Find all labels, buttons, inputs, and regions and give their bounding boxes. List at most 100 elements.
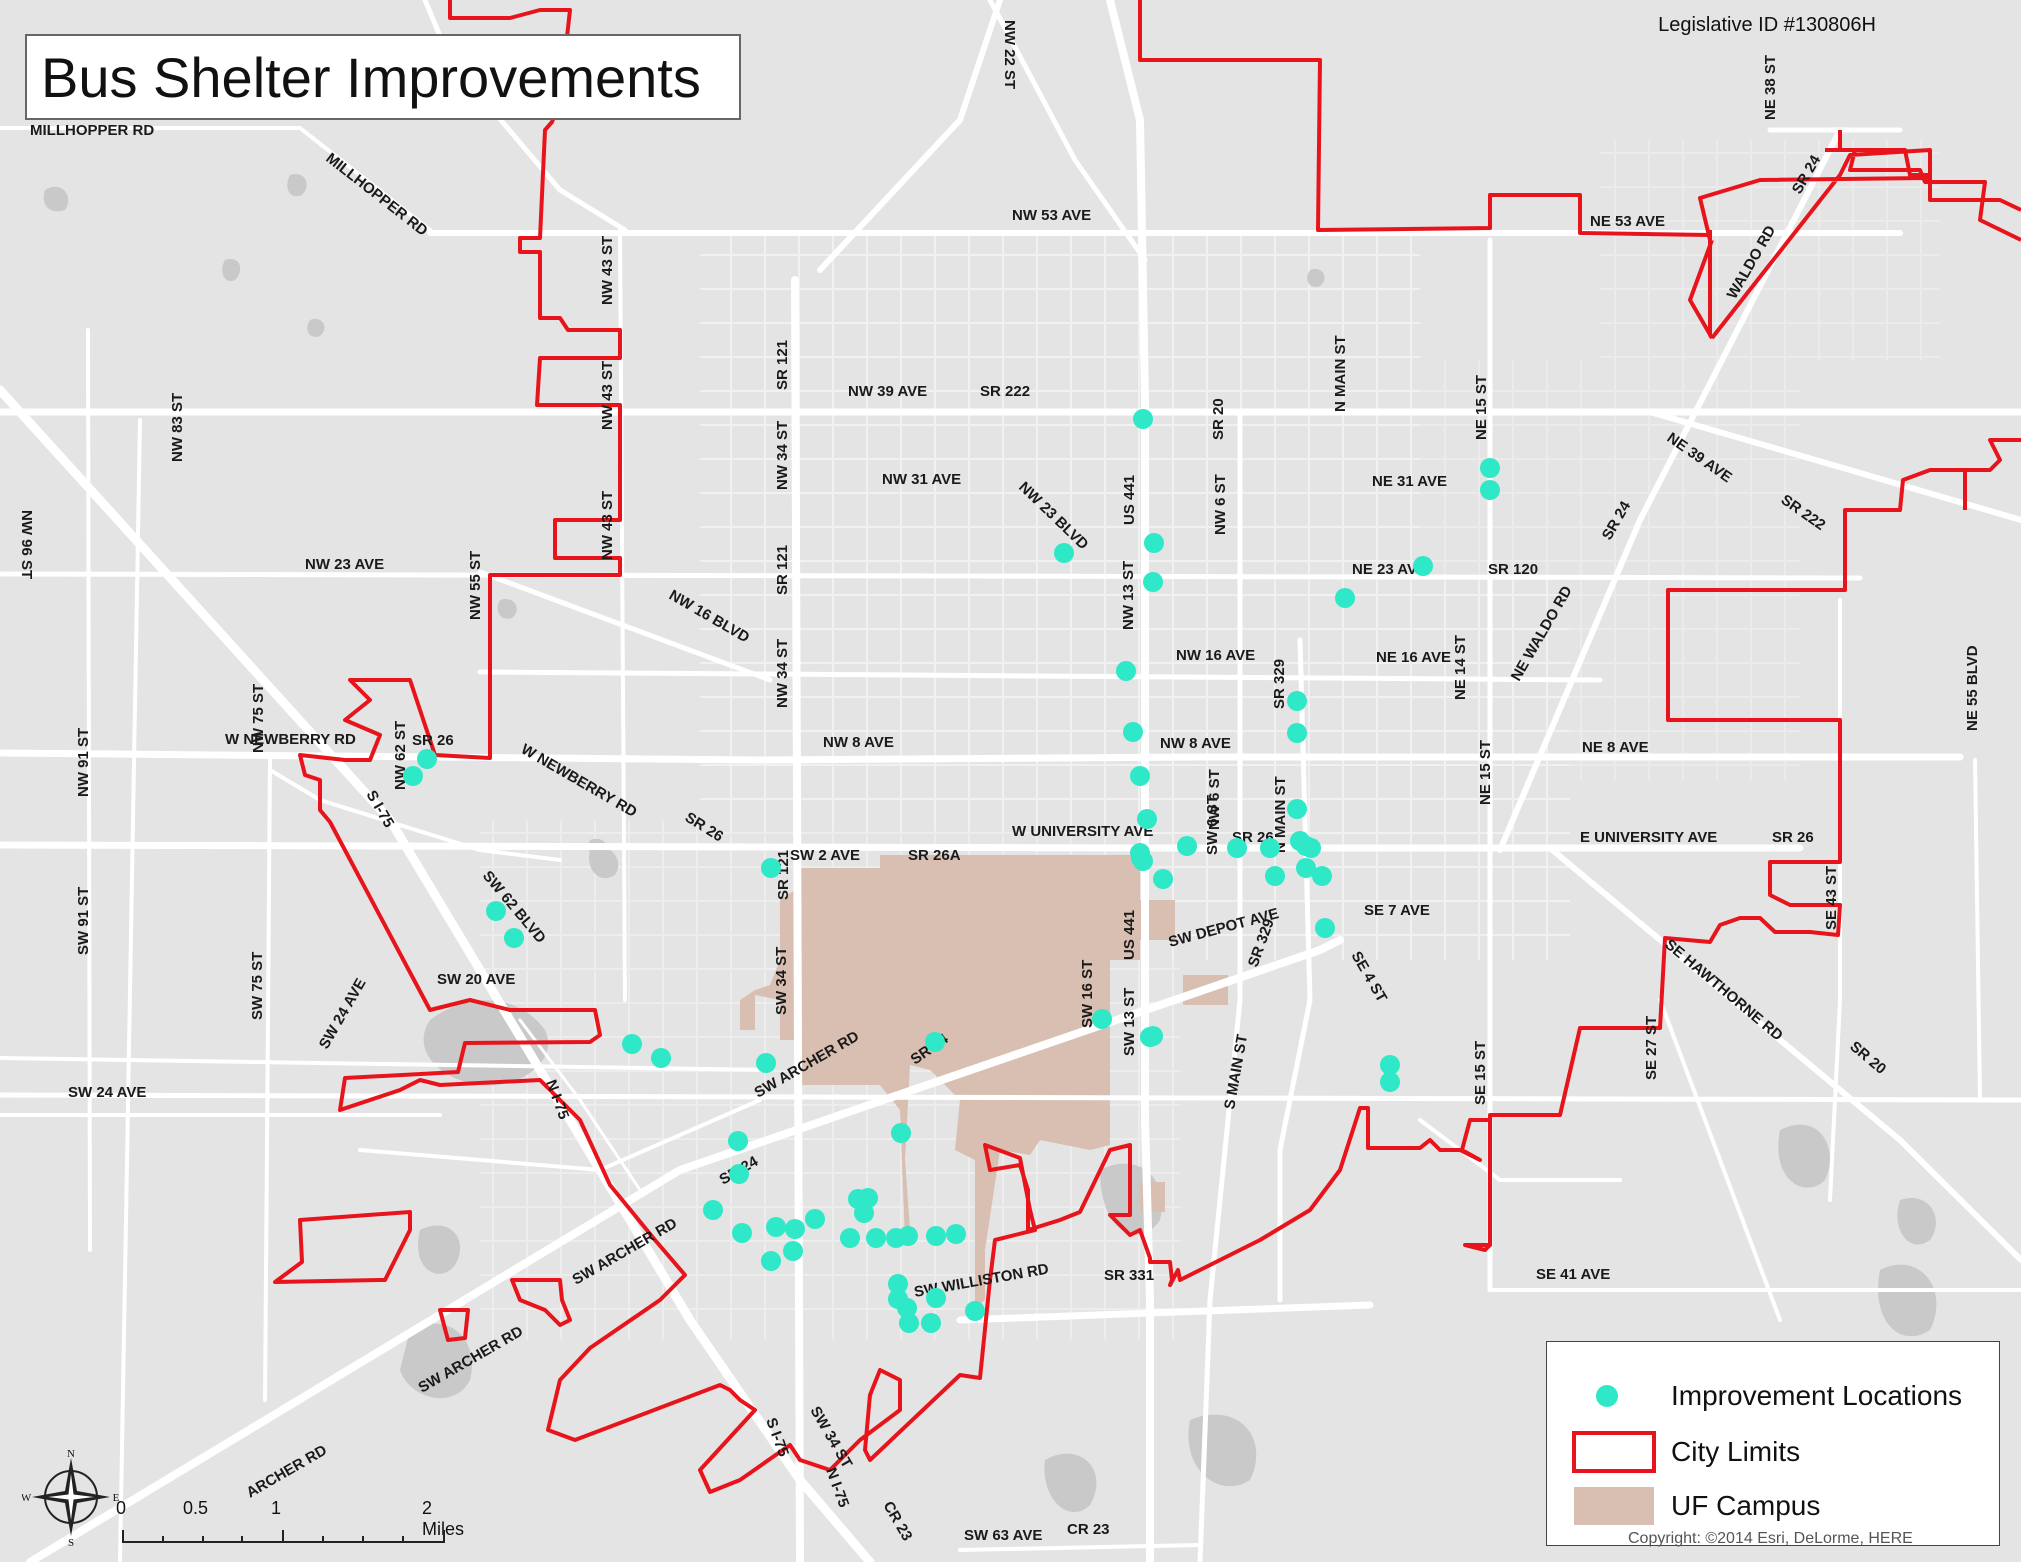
improvement-location-marker[interactable] (1287, 799, 1307, 819)
road-label: SR 20 (1210, 398, 1227, 440)
road-label: NW 43 ST (599, 491, 616, 560)
improvement-location-marker[interactable] (888, 1274, 908, 1294)
improvement-location-marker[interactable] (651, 1048, 671, 1068)
road-label: US 441 (1121, 475, 1138, 525)
improvement-location-marker[interactable] (1153, 869, 1173, 889)
improvement-location-marker[interactable] (1123, 722, 1143, 742)
improvement-location-marker[interactable] (1335, 588, 1355, 608)
road-label: SW 20 AVE (437, 971, 515, 988)
improvement-location-marker[interactable] (965, 1301, 985, 1321)
improvement-location-marker[interactable] (1301, 838, 1321, 858)
improvement-location-marker[interactable] (732, 1223, 752, 1243)
improvement-location-marker[interactable] (622, 1034, 642, 1054)
improvement-location-marker[interactable] (926, 1288, 946, 1308)
improvement-location-marker[interactable] (897, 1298, 917, 1318)
city-limits-boundary (273, 0, 2021, 1494)
road-label: SE 7 AVE (1364, 902, 1430, 919)
road-label: NW 34 ST (774, 639, 791, 708)
red-outline-box-icon (1572, 1431, 1656, 1473)
road-label: US 441 (1121, 910, 1138, 960)
improvement-location-marker[interactable] (891, 1123, 911, 1143)
road-label: SE 41 AVE (1536, 1266, 1610, 1283)
improvement-location-marker[interactable] (1130, 766, 1150, 786)
improvement-location-marker[interactable] (946, 1224, 966, 1244)
improvement-location-marker[interactable] (728, 1131, 748, 1151)
improvement-location-marker[interactable] (926, 1226, 946, 1246)
improvement-location-marker[interactable] (1133, 409, 1153, 429)
improvement-location-marker[interactable] (1480, 480, 1500, 500)
improvement-location-marker[interactable] (840, 1228, 860, 1248)
road-label: SR 222 (980, 383, 1030, 400)
road-label: CR 23 (1067, 1521, 1110, 1538)
improvement-location-marker[interactable] (783, 1241, 803, 1261)
road-label: SW 75 ST (249, 952, 266, 1020)
legend-item-city-limits: City Limits (1547, 1428, 1999, 1478)
north-arrow: N S E W (21, 1448, 120, 1549)
improvement-location-marker[interactable] (1296, 858, 1316, 878)
improvement-location-marker[interactable] (1092, 1009, 1112, 1029)
improvement-location-marker[interactable] (1312, 866, 1332, 886)
road-label: NW 6 ST (1206, 769, 1223, 830)
improvement-location-marker[interactable] (504, 928, 524, 948)
road-label: NE 16 AVE (1376, 649, 1451, 666)
improvement-location-marker[interactable] (899, 1313, 919, 1333)
road-label: NE 23 AVE (1352, 561, 1427, 578)
improvement-location-marker[interactable] (785, 1219, 805, 1239)
improvement-location-marker[interactable] (729, 1164, 749, 1184)
improvement-location-marker[interactable] (1265, 866, 1285, 886)
improvement-location-marker[interactable] (761, 858, 781, 878)
improvement-location-marker[interactable] (1227, 838, 1247, 858)
improvement-location-marker[interactable] (898, 1226, 918, 1246)
improvement-location-marker[interactable] (1287, 723, 1307, 743)
improvement-location-marker[interactable] (703, 1200, 723, 1220)
improvement-location-marker[interactable] (766, 1217, 786, 1237)
improvement-location-marker[interactable] (1260, 838, 1280, 858)
improvement-location-marker[interactable] (1413, 556, 1433, 576)
road-label: NE 8 AVE (1582, 739, 1649, 756)
road-label: W NEWBERRY RD (225, 731, 356, 748)
improvement-location-marker[interactable] (1380, 1072, 1400, 1092)
improvement-location-marker[interactable] (1131, 848, 1151, 868)
improvement-location-marker[interactable] (1177, 836, 1197, 856)
road-label: NW 8 AVE (823, 734, 894, 751)
scale-bar: 0 0.5 1 2 Miles (112, 1498, 464, 1548)
compass-s: S (68, 1537, 74, 1546)
improvement-location-marker[interactable] (925, 1032, 945, 1052)
improvement-location-marker[interactable] (805, 1209, 825, 1229)
legend-item-uf-campus: UF Campus (1547, 1482, 1999, 1532)
improvement-location-marker[interactable] (1137, 809, 1157, 829)
improvement-location-marker[interactable] (921, 1313, 941, 1333)
improvement-location-marker[interactable] (854, 1203, 874, 1223)
improvement-location-marker[interactable] (858, 1188, 878, 1208)
improvement-location-marker[interactable] (1143, 1026, 1163, 1046)
improvement-location-marker[interactable] (1144, 533, 1164, 553)
scale-label: 2 Miles (422, 1498, 465, 1539)
legislative-id: Legislative ID #130806H (1658, 14, 1876, 36)
improvement-location-marker[interactable] (1143, 572, 1163, 592)
road-label: NW 96 ST (18, 510, 35, 579)
map-title-box: Bus Shelter Improvements (25, 34, 741, 120)
road-label: NW 43 ST (599, 236, 616, 305)
improvement-location-marker[interactable] (1054, 543, 1074, 563)
road-label: SE 27 ST (1643, 1016, 1660, 1080)
improvement-location-marker[interactable] (486, 901, 506, 921)
road-label: SR 26A (908, 847, 961, 864)
improvement-location-marker[interactable] (1116, 661, 1136, 681)
road-label: NW 31 AVE (882, 471, 961, 488)
road-label: SW 2 AVE (790, 847, 860, 864)
road-label: SR 120 (1488, 561, 1538, 578)
improvement-location-marker[interactable] (866, 1228, 886, 1248)
road-label: N MAIN ST (1332, 335, 1349, 412)
improvement-location-marker[interactable] (756, 1053, 776, 1073)
improvement-location-marker[interactable] (1315, 918, 1335, 938)
improvement-location-marker[interactable] (761, 1251, 781, 1271)
improvement-location-marker[interactable] (1287, 691, 1307, 711)
improvement-location-marker[interactable] (1380, 1055, 1400, 1075)
improvement-location-marker[interactable] (1480, 458, 1500, 478)
improvement-location-marker[interactable] (403, 766, 423, 786)
improvement-location-marker[interactable] (417, 749, 437, 769)
road-label: NE 15 ST (1473, 375, 1490, 440)
improvement-locations (403, 409, 1500, 1333)
